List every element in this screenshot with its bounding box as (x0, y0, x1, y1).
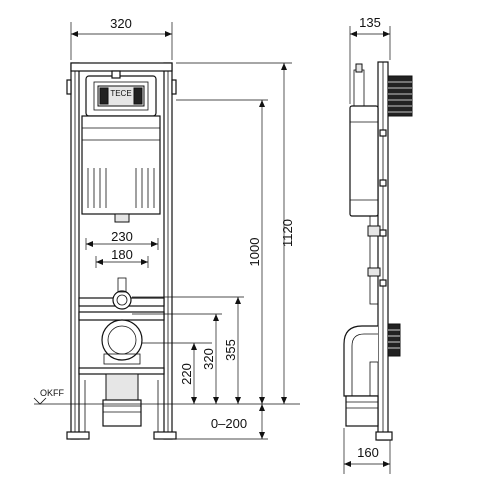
side-flush-module (387, 75, 413, 117)
dim-height-220: 220 (179, 363, 194, 385)
right-foot (153, 431, 177, 440)
dim-adjust-range: 0–200 (211, 416, 247, 431)
dim-height-1120: 1120 (280, 219, 295, 247)
dim-depth-135: 135 (359, 15, 381, 30)
dim-height-1000: 1000 (247, 238, 262, 267)
dim-width-320: 320 (110, 16, 132, 31)
dim-width-230: 230 (111, 229, 133, 244)
side-foot (375, 431, 393, 441)
dimensions-front: 320 230 180 1120 1000 355 320 220 (70, 16, 295, 440)
water-connection (112, 290, 132, 310)
floor-reference: OKFF (33, 388, 300, 405)
top-rail (70, 62, 173, 72)
dimensions-side: 135 160 (343, 15, 391, 474)
dim-height-355: 355 (223, 339, 238, 361)
cistern (81, 115, 161, 215)
cistern-ribs (87, 168, 155, 208)
side-view (343, 61, 413, 441)
drain-bend (105, 373, 139, 401)
dim-depth-160: 160 (357, 445, 379, 460)
front-view: TECE (66, 62, 177, 440)
side-drain-bend (343, 325, 378, 397)
side-cistern (349, 105, 379, 217)
dim-height-320: 320 (201, 348, 216, 370)
left-foot (66, 431, 90, 440)
brand-label: TECE (110, 89, 131, 98)
floor-label: OKFF (40, 388, 65, 398)
dim-width-180: 180 (111, 247, 133, 262)
